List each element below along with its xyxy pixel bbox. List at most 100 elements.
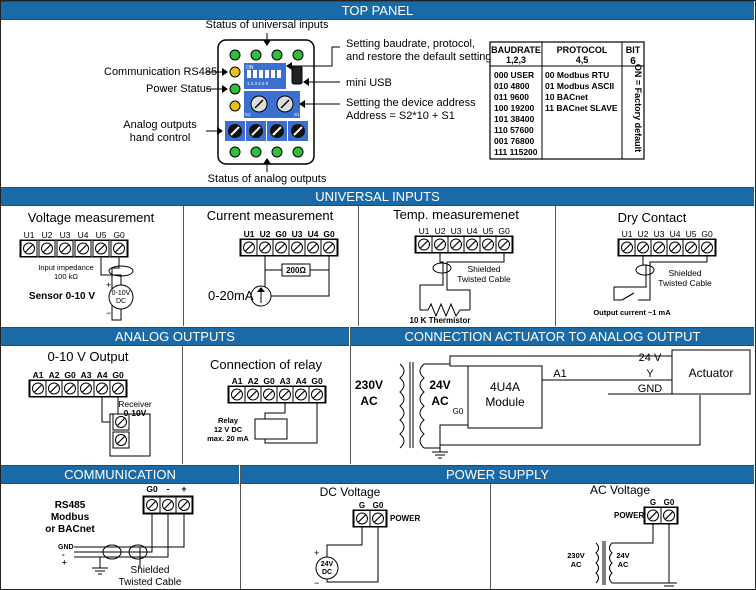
table-header-baud-bits: 1,2,3 [506, 55, 526, 65]
terminal-label: U1 [622, 229, 633, 239]
terminal-block-temp [414, 235, 514, 254]
mini-usb-label: mini USB [346, 77, 392, 89]
current-measurement-title: Current measurement [207, 208, 334, 223]
status-universal-label: Status of universal inputs [206, 19, 329, 31]
transformer-icon [399, 362, 425, 449]
dip-switch[interactable] [244, 63, 286, 89]
voltage-source-type: DC [116, 298, 126, 305]
analog-output-title: 0-10 V Output [48, 349, 129, 364]
ground-icon [661, 575, 677, 587]
mini-usb-port[interactable] [291, 65, 303, 85]
polarity-minus: − [314, 578, 319, 588]
terminal-block-dry [617, 238, 717, 257]
divider [183, 206, 184, 326]
led-yellow [229, 100, 241, 112]
terminal-block-current [239, 238, 339, 257]
terminal-label: A3 [81, 370, 92, 380]
power-label: POWER [614, 511, 644, 520]
wire-24v-label: 24 V [639, 352, 662, 364]
terminal-label: A1 [232, 376, 243, 386]
protocol-row: 10 BACnet [545, 92, 588, 102]
baud-row: 111 115200 [494, 147, 538, 157]
terminal-label: G0 [113, 230, 125, 240]
a1-label: A1 [553, 368, 566, 380]
divider [350, 327, 351, 464]
twisted-cable-label: Twisted Cable [119, 577, 182, 588]
terminal-g0-label: G0 [664, 498, 675, 507]
terminal-label: U3 [451, 226, 462, 236]
relay-coil [254, 418, 288, 440]
section-power-supply: POWER SUPPLY [241, 465, 754, 484]
relay-current: max. 20 mA [207, 434, 249, 443]
terminal-block-ac [643, 506, 679, 525]
bit6-factory-default: ON = Factory default [633, 64, 643, 152]
secondary-voltage-type: AC [431, 394, 449, 408]
terminal-label: A3 [280, 376, 291, 386]
setting-label-2: and restore the default settings [346, 51, 498, 63]
twisted-cable-label: Twisted Cable [658, 278, 712, 288]
relay-connection-title: Connection of relay [210, 357, 323, 372]
terminal-label: U2 [638, 229, 649, 239]
terminal-label: A4 [296, 376, 307, 386]
rs485-label: RS485 [55, 500, 86, 511]
divider [182, 346, 183, 464]
terminal-label: U3 [292, 229, 303, 239]
module-name: 4U4A [490, 380, 520, 394]
resistor-200 [281, 263, 311, 277]
table-header-protocol-bits: 4,5 [576, 55, 589, 65]
ac-voltage-title: AC Voltage [590, 483, 650, 497]
terminal-label: G0 [323, 229, 335, 239]
actuator-box [671, 349, 751, 395]
divider [240, 465, 241, 589]
thermistor-label: 10 K Thermistor [410, 316, 471, 325]
terminal-label: A2 [49, 370, 60, 380]
g0-label: G0 [453, 407, 464, 416]
address-rotary-switches[interactable] [244, 91, 300, 118]
section-top-panel: TOP PANEL [1, 1, 754, 20]
terminal-label: U5 [96, 230, 107, 240]
polarity-plus: + [106, 280, 111, 290]
power-label: POWER [390, 514, 420, 523]
input-impedance-value: 100 kΩ [54, 272, 78, 281]
polarity-minus: − [106, 308, 111, 318]
terminal-block-comm [142, 495, 194, 515]
terminal-g-label: G [650, 498, 656, 507]
divider [490, 484, 491, 589]
transformer-icon [595, 541, 613, 585]
baud-row: 110 57600 [494, 125, 534, 135]
led-power [229, 83, 241, 95]
terminal-label: A2 [248, 376, 259, 386]
section-universal-inputs: UNIVERSAL INPUTS [1, 187, 754, 206]
baud-row: 101 38400 [494, 114, 534, 124]
s2-label: S2 [245, 112, 251, 117]
terminal-label: U3 [654, 229, 665, 239]
dc-voltage-title: DC Voltage [320, 485, 381, 499]
terminal-label: U1 [24, 230, 35, 240]
terminal-label: G0 [311, 376, 323, 386]
minus-label: - [62, 550, 65, 559]
led-rs485 [229, 66, 241, 78]
wire-gnd-label: GND [638, 383, 663, 395]
current-source-label: 0-20mA [208, 288, 254, 303]
primary-voltage-label: 230V [355, 378, 383, 392]
device-top-panel: ON 1 2 3 4 5 6 S2 S1 [217, 39, 315, 165]
dc-source-type: DC [322, 569, 332, 576]
terminal-label: U1 [244, 229, 255, 239]
address-label-2: Address = S2*10 + S1 [346, 110, 455, 122]
terminal-label: U1 [419, 226, 430, 236]
twisted-cable-label: Twisted Cable [457, 274, 511, 284]
section-communication: COMMUNICATION [1, 465, 239, 484]
shielded-label: Shielded [131, 565, 170, 576]
baud-row: 000 USER [494, 70, 534, 80]
actuator-label: Actuator [689, 366, 734, 380]
terminal-block-voltage [19, 239, 129, 258]
terminal-label: G0 [275, 229, 287, 239]
table-header-protocol: PROTOCOL [557, 45, 608, 55]
gnd-label: GND [58, 544, 74, 551]
terminal-label: U2 [42, 230, 53, 240]
resistor-label: 200Ω [286, 266, 306, 275]
protocol-row: 11 BACnet SLAVE [545, 103, 618, 113]
terminal-label: U2 [260, 229, 271, 239]
terminal-label: G0 [112, 370, 124, 380]
